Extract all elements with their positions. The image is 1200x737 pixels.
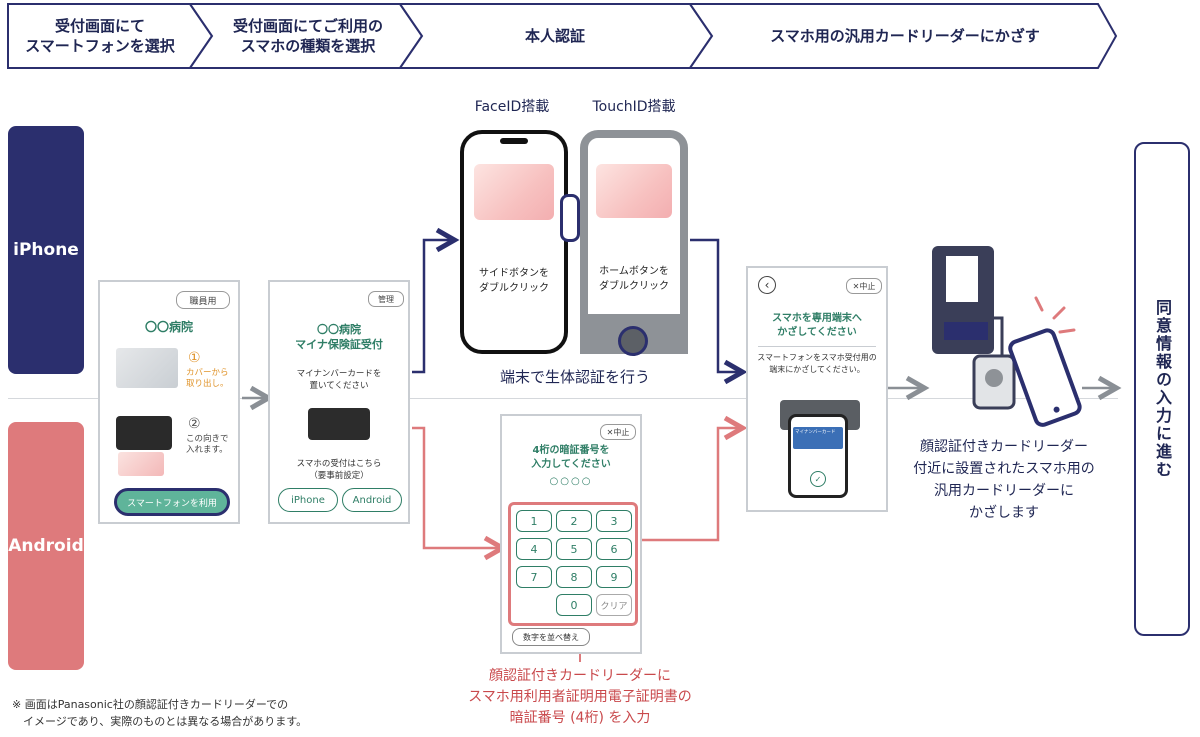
card-insert-image [118,452,164,476]
check-icon: ✓ [810,471,826,487]
generic-reader-sensor [985,369,1003,387]
back-button[interactable]: ‹ [758,276,776,294]
faceid-card-image [474,164,554,220]
step-2-label: 受付画面にてご利用の スマホの種類を選択 [232,17,383,55]
hold-phone-card: マイナンバーカード [793,427,843,449]
step1-number: ① [188,350,201,366]
screen2-note: スマホの受付はこちら （要事前設定） [296,459,382,481]
step1-text: カバーから 取り出し。 [186,368,229,389]
hold-instruction: スマートフォンをスマホ受付用の 端末にかざしてください。 [757,353,877,374]
reader-image [308,408,370,440]
hold-divider [758,346,876,347]
biometric-caption: 端末で生体認証を行う [499,368,650,386]
keypad [508,502,638,626]
card-reader-image [116,416,172,450]
signal-marks [1034,296,1076,334]
hold-title: スマホを専用端末へ かざしてください [772,313,862,338]
faceid-phone: サイドボタンを ダブルクリック [460,130,568,354]
lane-android: Android [8,422,84,670]
hold-cancel-button[interactable]: ✕中止 [846,278,882,294]
step-banner [7,3,1118,69]
face-reader-card-slot [944,322,988,340]
footnote: ※ 画面はPanasonic社の顔認証付きカードリーダーでの イメージであり、実… [12,698,308,728]
key-5[interactable]: 5 [556,538,592,560]
card-cover-image [116,348,178,388]
admin-button[interactable]: 管理 [368,291,404,307]
hold-screen: ‹ ✕中止 スマホを専用端末へ かざしてください スマートフォンをスマホ受付用の… [746,266,888,512]
step-3-label: 本人認証 [524,27,585,45]
home-button-icon [618,326,648,356]
card-reader-illustration [932,246,1082,427]
step2-text: この向きで 入れます。 [186,434,229,455]
face-reader-screen [946,256,978,302]
touchid-instruction: ホームボタンを ダブルクリック [599,266,669,292]
reception-screen-2: 管理 〇〇病院 マイナ保険証受付 マイナンバーカードを 置いてください スマホの… [268,280,410,524]
reader-caption: 顔認証付きカードリーダー 付近に設置されたスマホ用の 汎用カードリーダーに かざ… [913,439,1095,521]
key-clear[interactable]: クリア [596,594,632,616]
android-button[interactable]: Android [342,488,402,512]
pin-caption: 顔認証付きカードリーダーに スマホ用利用者証明用電子証明書の 暗証番号 (4桁)… [468,668,692,726]
key-8[interactable]: 8 [556,566,592,588]
touchid-label: TouchID搭載 [592,99,676,115]
staff-button[interactable]: 職員用 [176,291,230,309]
side-button-icon [560,194,580,242]
key-0[interactable]: 0 [556,594,592,616]
key-3[interactable]: 3 [596,510,632,532]
lane-divider [8,398,1118,399]
iphone-button[interactable]: iPhone [278,488,338,512]
use-smartphone-button[interactable]: スマートフォンを利用 [114,488,230,516]
pin-screen: ✕中止 4桁の暗証番号を 入力してください ○○○○ 1 2 3 4 5 6 7… [500,414,642,654]
pin-dots: ○○○○ [549,476,593,487]
step-4-label: スマホ用の汎用カードリーダーにかざす [770,27,1040,45]
key-2[interactable]: 2 [556,510,592,532]
hospital-name: 〇〇病院 [144,320,193,334]
hold-phone-image: マイナンバーカード ✓ [788,414,848,498]
pin-cancel-button[interactable]: ✕中止 [600,424,636,440]
key-1[interactable]: 1 [516,510,552,532]
screen2-instruction: マイナンバーカードを 置いてください [296,369,382,391]
faceid-instruction: サイドボタンを ダブルクリック [479,268,549,294]
faceid-notch [500,138,528,144]
final-step-label: 同意情報の入力に進む [1153,299,1172,479]
pin-title: 4桁の暗証番号を 入力してください [531,445,611,470]
key-6[interactable]: 6 [596,538,632,560]
lane-iphone: iPhone [8,126,84,374]
key-9[interactable]: 9 [596,566,632,588]
faceid-label: FaceID搭載 [474,99,550,115]
step-1-label: 受付画面にて スマートフォンを選択 [25,17,175,55]
step2-number: ② [188,416,201,432]
key-4[interactable]: 4 [516,538,552,560]
shuffle-button[interactable]: 数字を並べ替え [512,628,590,646]
smartphone [1008,328,1082,427]
touchid-phone: ホームボタンを ダブルクリック [580,130,688,354]
touchid-card-image [596,164,672,218]
key-7[interactable]: 7 [516,566,552,588]
screen2-title: 〇〇病院 マイナ保険証受付 [295,323,383,351]
reception-screen-1: 職員用 〇〇病院 ① カバーから 取り出し。 ② この向きで 入れます。 スマー… [98,280,240,524]
final-step-box: 同意情報の入力に進む [1134,142,1190,636]
